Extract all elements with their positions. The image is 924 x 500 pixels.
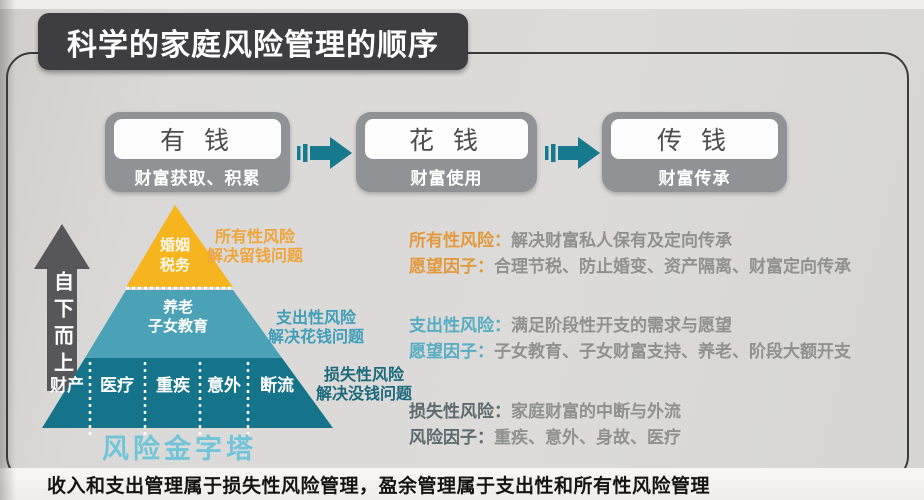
flow-arrow-icon: [297, 137, 352, 169]
side-label-title: 支出性风险: [276, 310, 357, 327]
detail-block-expense: 支出性风险：满足阶段性开支的需求与愿望 愿望因子：子女教育、子女财富支持、养老、…: [409, 313, 909, 365]
direction-label: 自下而上: [50, 271, 73, 379]
page-title: 科学的家庭风险管理的顺序: [67, 28, 439, 62]
side-label-title: 所有性风险: [215, 229, 296, 246]
detail-label: 所有性风险：: [409, 231, 511, 250]
step-name: 有 钱: [114, 119, 281, 159]
arrow-head: [34, 224, 90, 269]
flow-step-pass-money: 传 钱 财富传承: [602, 112, 787, 192]
footer-strip: 收入和支出管理属于损失性风险管理，盈余管理属于支出性和所有性风险管理: [0, 468, 924, 500]
side-label-note: 解决没钱问题: [316, 386, 413, 403]
side-label-title: 损失性风险: [324, 367, 405, 384]
detail-row: 支出性风险：满足阶段性开支的需求与愿望: [409, 313, 909, 339]
step-desc: 财富使用: [410, 169, 483, 188]
pyramid-segment-label: 医疗: [100, 375, 134, 395]
flow-step-have-money: 有 钱 财富获取、积累: [105, 112, 290, 192]
detail-block-loss: 损失性风险：家庭财富的中断与外流 风险因子：重疾、意外、身故、医疗: [409, 399, 909, 451]
pyramid-mid-label-line2: 子女教育: [148, 317, 208, 335]
step-name: 花 钱: [365, 119, 528, 159]
step-desc: 财富传承: [658, 169, 731, 188]
flow-arrow-icon: [545, 137, 600, 169]
detail-block-ownership: 所有性风险：解决财富私人保有及定向传承 愿望因子：合理节税、防止婚变、资产隔离、…: [409, 228, 909, 280]
detail-label: 支出性风险：: [409, 316, 511, 335]
detail-text: 解决财富私人保有及定向传承: [511, 231, 732, 250]
loss-risk-side-label: 损失性风险 解决没钱问题: [316, 366, 412, 404]
detail-label: 愿望因子：: [409, 257, 494, 276]
pyramid-level-top: [126, 205, 233, 287]
detail-text: 满足阶段性开支的需求与愿望: [511, 316, 732, 335]
pyramid-level-middle: [85, 290, 282, 358]
detail-label: 损失性风险：: [409, 402, 511, 421]
pyramid-segment-label: 断流: [260, 375, 294, 395]
side-label-note: 解决花钱问题: [268, 329, 365, 346]
ownership-risk-side-label: 所有性风险 解决留钱问题: [207, 228, 303, 266]
detail-text: 子女教育、子女财富支持、养老、阶段大额开支: [494, 342, 851, 361]
expense-risk-side-label: 支出性风险 解决花钱问题: [268, 309, 364, 347]
detail-row: 所有性风险：解决财富私人保有及定向传承: [409, 228, 909, 254]
footer-note: 收入和支出管理属于损失性风险管理，盈余管理属于支出性和所有性风险管理: [47, 475, 711, 497]
detail-row: 风险因子：重疾、意外、身故、医疗: [409, 425, 909, 451]
step-name: 传 钱: [611, 119, 778, 159]
detail-row: 愿望因子：子女教育、子女财富支持、养老、阶段大额开支: [409, 339, 909, 365]
pyramid-segment-label: 重疾: [156, 375, 190, 395]
bottom-up-arrow-icon: 自下而上: [34, 224, 90, 392]
pyramid-segment-label: 财产: [49, 375, 84, 395]
side-label-note: 解决留钱问题: [207, 248, 304, 265]
detail-text: 合理节税、防止婚变、资产隔离、财富定向传承: [494, 257, 851, 276]
detail-row: 愿望因子：合理节税、防止婚变、资产隔离、财富定向传承: [409, 254, 909, 280]
pyramid-level-bottom: [42, 358, 333, 428]
pyramid-top-label-line2: 税务: [160, 256, 191, 274]
pyramid-mid-label-line1: 养老: [162, 298, 193, 316]
detail-label: 风险因子：: [409, 428, 494, 447]
arrow-shaft: 自下而上: [47, 269, 77, 391]
title-badge: 科学的家庭风险管理的顺序: [38, 13, 468, 70]
step-desc: 财富获取、积累: [134, 169, 261, 188]
pyramid-title: 风险金字塔: [102, 434, 257, 464]
pyramid-segment-label: 意外: [207, 375, 241, 395]
detail-text: 重疾、意外、身故、医疗: [494, 428, 681, 447]
detail-label: 愿望因子：: [409, 342, 494, 361]
detail-text: 家庭财富的中断与外流: [511, 402, 681, 421]
pyramid-top-label-line1: 婚姻: [160, 236, 190, 254]
detail-row: 损失性风险：家庭财富的中断与外流: [409, 399, 909, 425]
top-strip: [0, 0, 924, 9]
flow-step-spend-money: 花 钱 财富使用: [356, 112, 537, 192]
risk-pyramid: 婚姻 税务 养老 子女教育 财产 医疗 重疾 意外 断流: [42, 205, 333, 438]
